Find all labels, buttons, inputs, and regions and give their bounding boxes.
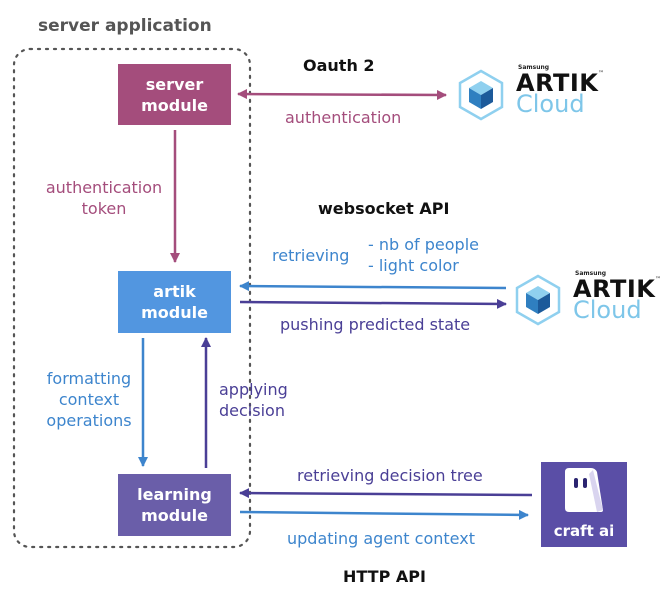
artik-module-label: artik module xyxy=(141,282,208,322)
artik-cube-icon xyxy=(515,274,561,326)
cloud-label: Cloud xyxy=(516,90,585,118)
oauth-arrow xyxy=(237,89,447,100)
retrieving-label: retrieving xyxy=(272,246,350,265)
retrieving-items-label: - nb of people - light color xyxy=(368,235,479,275)
http-api-label: HTTP API xyxy=(343,567,426,586)
artik-module: artik module xyxy=(118,271,231,333)
artik-cube-icon xyxy=(458,69,504,121)
samsung-label: Samsung xyxy=(518,64,550,71)
container-label: server application xyxy=(38,16,212,36)
craft-ai-mascot-icon xyxy=(565,468,603,512)
applying-label: applying decision xyxy=(219,380,288,420)
retrieving-arrow xyxy=(239,281,507,292)
artik-label: ARTIK xyxy=(516,69,599,97)
updating-arrow xyxy=(239,509,529,520)
authentication-label: authentication xyxy=(285,108,402,127)
server-module: server module xyxy=(118,64,231,125)
cloud-label: Cloud xyxy=(573,296,642,324)
oauth-label: Oauth 2 xyxy=(303,56,375,75)
samsung-label: Samsung xyxy=(575,270,607,277)
artik-cloud-logo: Samsung ARTIK ™ Cloud xyxy=(569,270,668,326)
artik-label: ARTIK xyxy=(573,275,656,303)
learning-module: learning module xyxy=(118,474,231,536)
retrieving-tree-arrow xyxy=(239,488,533,499)
trademark-label: ™ xyxy=(655,276,661,283)
server-module-label: server module xyxy=(141,74,208,115)
auth-token-label: authentication token xyxy=(45,178,163,218)
pushing-label: pushing predicted state xyxy=(280,315,471,334)
updating-label: updating agent context xyxy=(287,529,475,548)
websocket-api-label: websocket API xyxy=(318,199,450,218)
pushing-arrow xyxy=(239,298,507,309)
retrieving-tree-label: retrieving decision tree xyxy=(297,466,483,485)
artik-cloud-logo: Samsung ARTIK ™ Cloud xyxy=(512,64,612,120)
learning-module-label: learning module xyxy=(137,485,212,525)
trademark-label: ™ xyxy=(598,70,604,77)
craft-ai-logo: craft ai xyxy=(541,462,627,547)
formatting-label: formatting context operations xyxy=(46,369,132,430)
craft-ai-label: craft ai xyxy=(553,522,615,540)
